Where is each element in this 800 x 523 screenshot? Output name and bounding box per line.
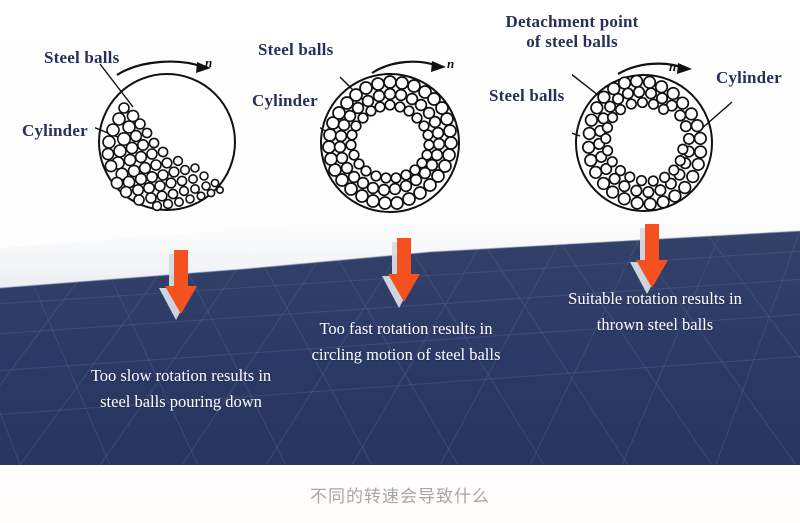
illustration-canvas: Steel balls Cylinder n [0,0,800,465]
caption-slow-rotation: Too slow rotation results in steel balls… [90,366,272,411]
label-cylinder-2: Cylinder [252,91,318,110]
footer-caption-bar: 不同的转速会导致什么 [0,465,800,523]
caption-fast-rotation: Too fast rotation results in circling mo… [311,319,501,364]
label-cylinder-3: Cylinder [716,68,782,87]
label-rotation-n-3: n [669,59,677,74]
footer-caption-text: 不同的转速会导致什么 [310,486,490,506]
caption-suitable-rotation: Suitable rotation results in thrown stee… [568,289,742,334]
arrow-fast-rotation [382,238,420,308]
arrow-suitable-rotation [630,224,668,294]
label-steel-balls-3: Steel balls [489,86,565,105]
diagram-suitable-rotation [509,58,737,230]
label-detachment-point: Detachment point of steel balls [505,12,639,51]
label-rotation-n-2: n [447,56,455,71]
label-steel-balls-1: Steel balls [44,48,120,67]
diagram-slow-rotation [70,55,285,230]
arrow-slow-rotation [159,250,197,320]
diagram-fast-rotation [301,55,485,230]
label-steel-balls-2: Steel balls [258,40,334,59]
label-rotation-n-1: n [205,55,213,70]
label-cylinder-1: Cylinder [22,121,88,140]
